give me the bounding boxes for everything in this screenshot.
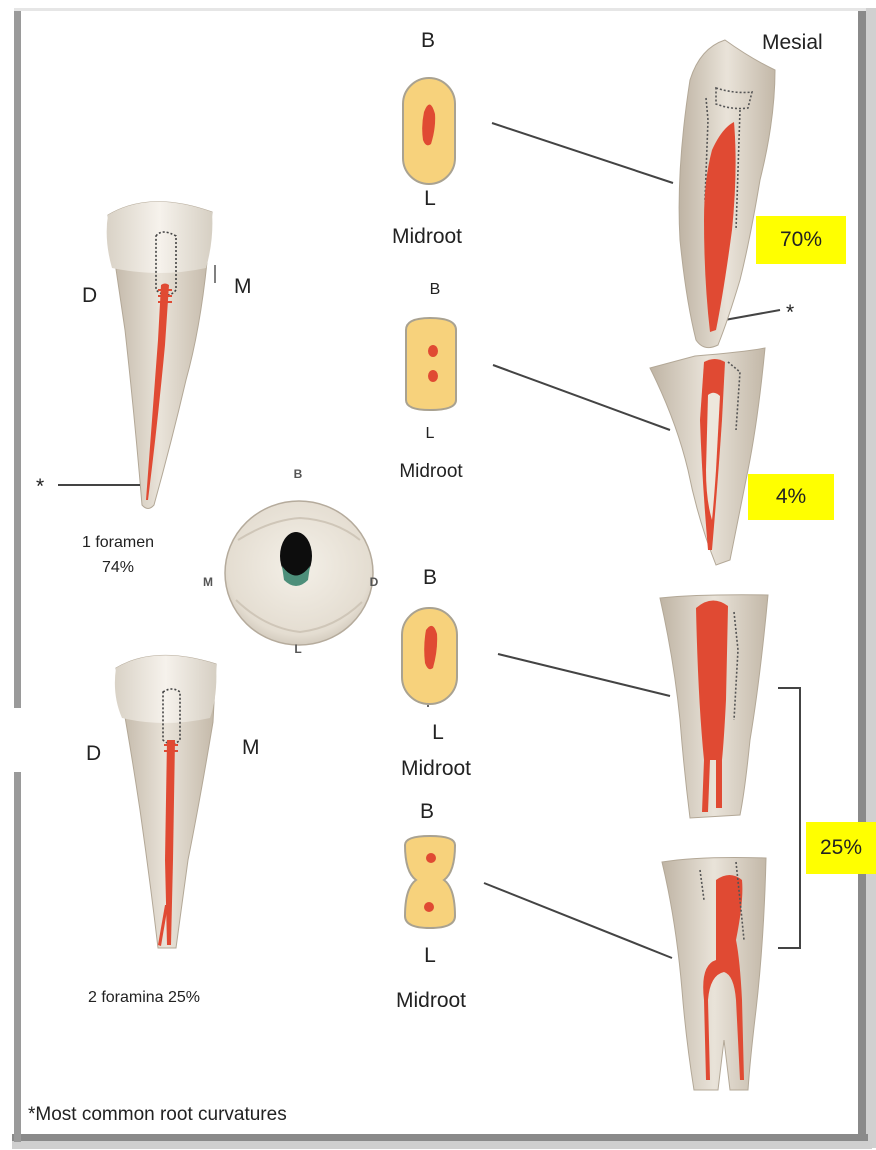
occlusal-buccal-label: B	[293, 467, 303, 481]
occlusal-view	[224, 500, 374, 646]
mesial-view-2	[649, 347, 766, 566]
cross-section-2	[405, 316, 457, 412]
tooth-1-distal-label: D	[82, 284, 98, 307]
tooth-1-mesial-label: M	[234, 275, 252, 298]
tooth-2-mesial-label: M	[242, 736, 260, 759]
cross-section-3	[401, 607, 458, 707]
section-1-bottom-label: L	[424, 187, 436, 210]
connector-lines	[483, 122, 781, 959]
section-4-top-label: B	[419, 800, 435, 823]
mesial-view-4	[661, 857, 767, 1091]
section-4-level-label: Midroot	[395, 989, 467, 1012]
occlusal-distal-label: D	[369, 575, 379, 589]
tooth-2-distal-label: D	[86, 742, 102, 765]
mesial-view-1	[678, 39, 776, 349]
section-1-level-label: Midroot	[391, 225, 463, 248]
percentage-badge-4: 4%	[748, 474, 834, 520]
section-2-top-label: B	[429, 281, 441, 298]
cross-section-1	[402, 77, 456, 185]
left-curvature-marker: *	[36, 475, 45, 498]
section-3-bottom-label: L	[432, 721, 444, 744]
occlusal-mesial-label: M	[203, 575, 213, 589]
bracket-25	[778, 687, 801, 949]
mesial-view-3	[659, 594, 769, 819]
page-frame	[12, 8, 876, 1149]
section-3-level-label: Midroot	[400, 757, 472, 780]
section-2-level-label: Midroot	[399, 461, 463, 482]
tooth-single-canal	[58, 201, 216, 509]
mesial-view-label: Mesial	[762, 31, 823, 54]
section-1-top-label: B	[420, 29, 436, 52]
occlusal-lingual-label: L	[294, 642, 302, 656]
percentage-badge-70: 70%	[756, 216, 846, 264]
section-4-bottom-label: L	[424, 944, 436, 967]
tooth-2-caption: 2 foramina 25%	[87, 989, 201, 1006]
tooth-two-foramina	[114, 654, 217, 949]
percentage-badge-25: 25%	[806, 822, 876, 874]
footnote: *Most common root curvatures	[28, 1104, 287, 1125]
section-2-bottom-label: L	[425, 425, 435, 442]
right-curvature-marker: *	[786, 301, 795, 324]
tooth-1-caption-line2: 74%	[101, 559, 135, 576]
cross-section-4	[403, 834, 457, 930]
section-3-top-label: B	[422, 566, 438, 589]
tooth-1-caption-line1: 1 foramen	[81, 534, 155, 551]
